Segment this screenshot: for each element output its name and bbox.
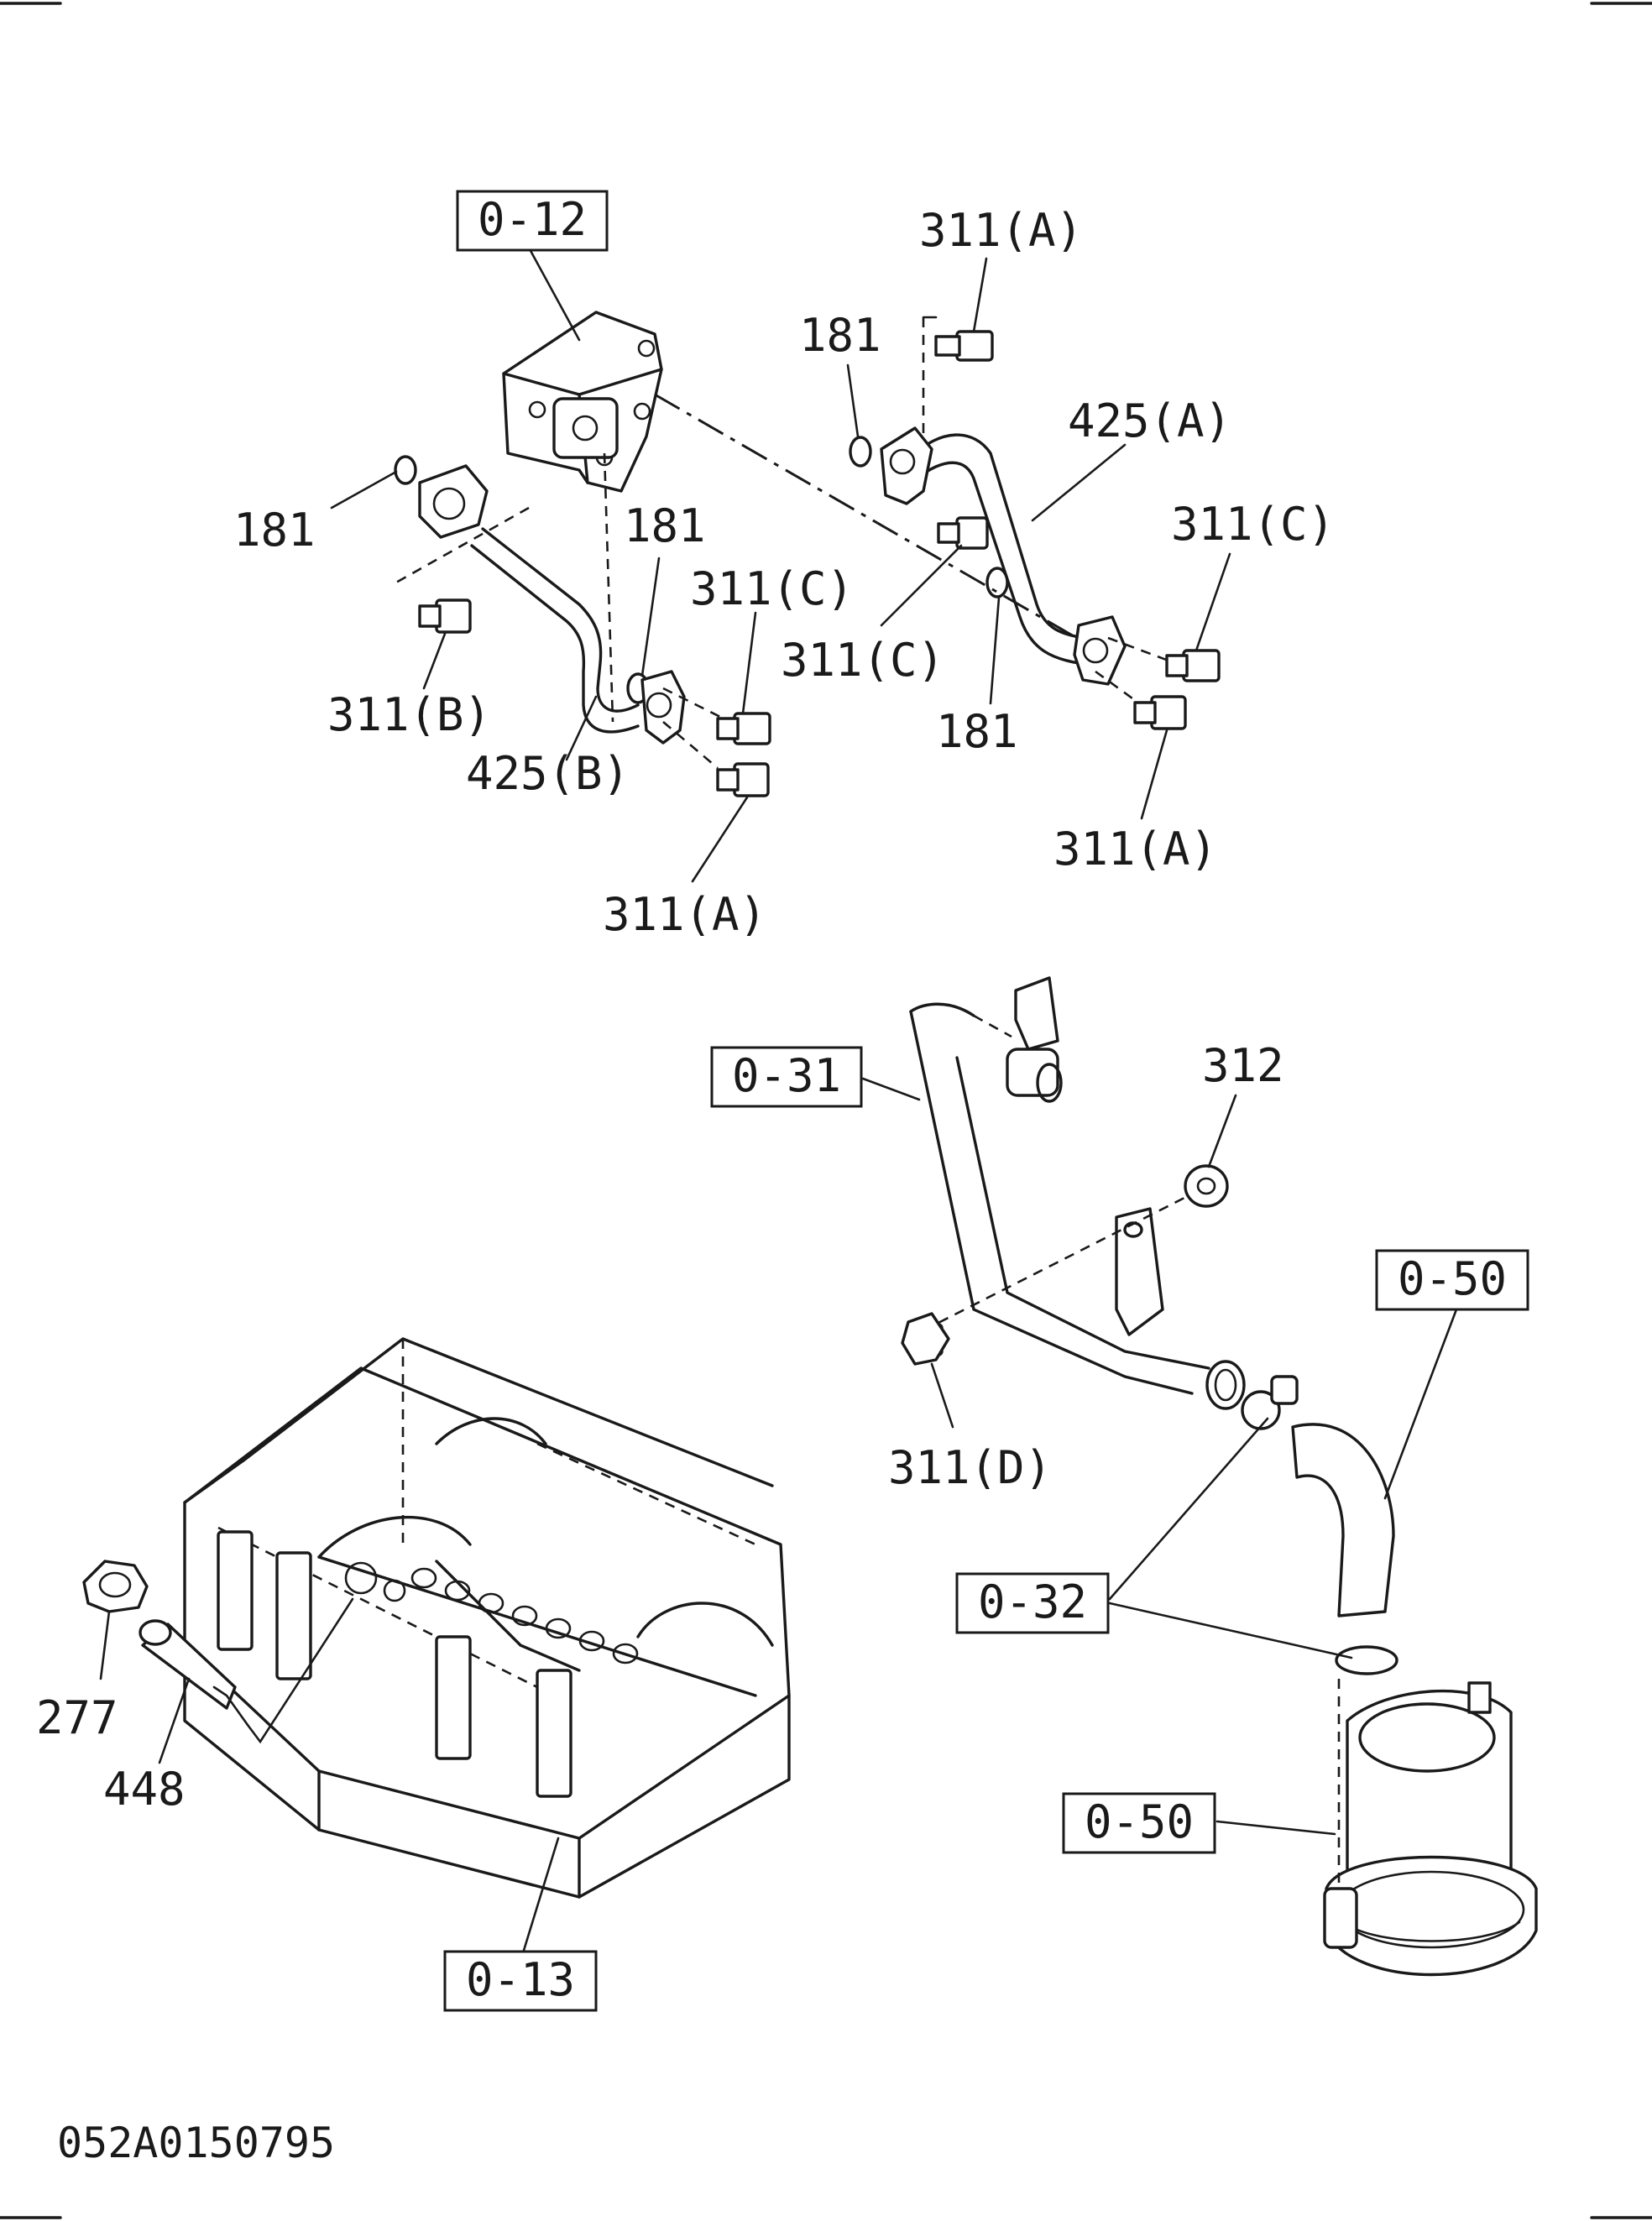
label-181-mid: 181: [624, 499, 706, 552]
o-ring-181-left: [394, 455, 417, 485]
oil-pan: [183, 1337, 791, 1899]
label-311b: 311(B): [327, 688, 491, 741]
o-ring-181-top: [849, 436, 872, 468]
label-181-top: 181: [799, 309, 881, 362]
svg-text:0-13: 0-13: [466, 1953, 575, 2006]
label-181-left: 181: [233, 504, 316, 557]
ref-box-0-13[interactable]: 0-13: [443, 1950, 598, 2012]
drain-plug-277: [82, 1560, 149, 1613]
drain-plug-448: [139, 1619, 249, 1727]
label-311c-mid: 311(C): [690, 562, 854, 615]
dash-312: [923, 1194, 1189, 1332]
svg-text:0-50: 0-50: [1085, 1795, 1194, 1848]
dash-housing-down: [603, 452, 614, 723]
nut-312-hole: [1196, 1177, 1216, 1195]
leaders-upper: [330, 246, 1231, 883]
label-448: 448: [103, 1763, 186, 1816]
ref-box-0-50-lower[interactable]: 0-50: [1062, 1792, 1216, 1854]
bolt-311b: [418, 598, 472, 634]
dash-425b-left: [394, 506, 530, 585]
label-425a: 425(A): [1068, 395, 1231, 447]
ref-box-0-12[interactable]: 0-12: [456, 190, 609, 252]
label-311a-top: 311(A): [919, 204, 1083, 257]
dash-drain: [246, 1597, 354, 1744]
label-311c-right: 311(C): [1171, 498, 1335, 551]
bolt-311a-bottom: [662, 721, 770, 797]
ref-box-0-32[interactable]: 0-32: [955, 1572, 1110, 1634]
label-311a-bottom: 311(A): [603, 888, 766, 941]
nut-312: [1184, 1164, 1229, 1208]
filter-lower: [1323, 1645, 1538, 1977]
hose-upper: [1241, 1375, 1395, 1617]
oil-pan-ribs: [217, 1530, 572, 1798]
label-181-lower: 181: [936, 705, 1018, 758]
label-312: 312: [1202, 1039, 1284, 1092]
pipe-425a: [880, 426, 1127, 686]
ref-box-0-50-upper[interactable]: 0-50: [1375, 1249, 1529, 1311]
ref-box-0-31[interactable]: 0-31: [710, 1046, 863, 1108]
bolt-311c-center: [937, 516, 989, 550]
pipe-425b: [418, 464, 686, 745]
label-311a-right: 311(A): [1053, 823, 1217, 875]
bolt-311a-top: [922, 316, 994, 436]
figure-code: 052A0150795: [57, 2119, 335, 2167]
svg-text:0-12: 0-12: [478, 193, 587, 246]
svg-text:0-31: 0-31: [732, 1049, 841, 1102]
bolt-311c-mid: [662, 687, 771, 745]
label-311d: 311(D): [888, 1441, 1052, 1494]
leaders-lower: [99, 1610, 560, 1957]
oil-pan-bosses: [410, 1567, 639, 1664]
bolt-311d: [901, 1312, 950, 1366]
leaders-middle: [861, 1077, 1458, 1836]
svg-text:0-50: 0-50: [1398, 1252, 1507, 1305]
label-277: 277: [36, 1691, 118, 1744]
breather-pipe: [909, 976, 1246, 1410]
label-311c-center: 311(C): [781, 634, 944, 687]
o-ring-181-lower: [985, 567, 1009, 598]
cooler-housing: [502, 311, 663, 493]
bolt-311c-right: [1107, 636, 1221, 682]
bolt-311a-right: [1095, 670, 1187, 730]
axis-line-main: [654, 393, 1092, 648]
label-425b: 425(B): [466, 747, 630, 800]
svg-text:0-32: 0-32: [978, 1576, 1087, 1628]
